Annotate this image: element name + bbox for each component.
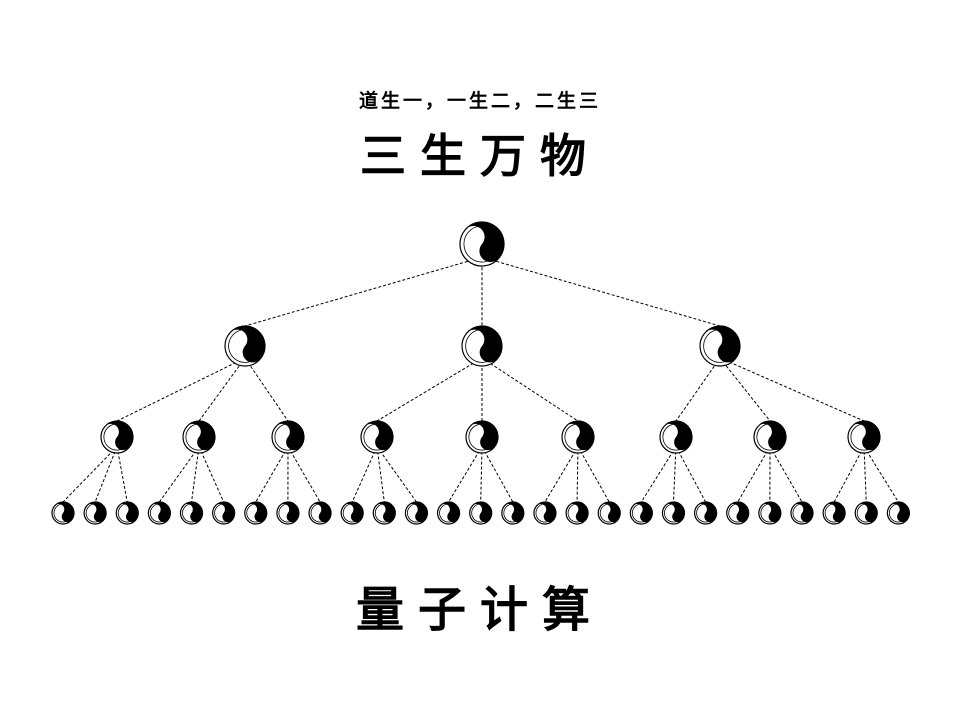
tree-edge — [244, 256, 483, 327]
tree-edge — [737, 446, 771, 503]
tree-edge — [833, 446, 865, 503]
yin-yang-icon — [182, 420, 216, 454]
yin-yang-icon — [83, 501, 107, 525]
yin-yang-icon — [469, 501, 493, 525]
page-title: 三生万物 — [360, 129, 600, 183]
yin-yang-icon — [51, 501, 75, 525]
tree-edge — [577, 446, 610, 503]
tree-edge — [351, 446, 378, 503]
subtitle: 道生一，一生二，二生三 — [358, 90, 601, 112]
tree-edge — [719, 357, 865, 422]
yin-yang-icon — [271, 420, 305, 454]
yin-yang-icon — [100, 420, 134, 454]
yin-yang-icon — [758, 501, 782, 525]
tree-edge — [576, 446, 579, 503]
tree-edge — [255, 446, 289, 503]
tree-edge — [863, 446, 899, 503]
yin-yang-icon — [372, 501, 396, 525]
tree-edge — [675, 357, 721, 422]
yin-yang-icon — [854, 501, 878, 525]
yin-yang-icon — [179, 501, 204, 525]
yin-yang-icon — [533, 501, 557, 525]
tree-edge — [769, 446, 803, 503]
tree-edge — [376, 446, 417, 503]
yin-yang-icon — [404, 501, 429, 525]
tree-edge — [544, 446, 579, 503]
yin-yang-icon — [244, 501, 268, 525]
tree-edge — [62, 446, 118, 503]
yin-yang-icon — [360, 420, 394, 454]
tree-edge — [376, 357, 483, 422]
tree-edge — [376, 446, 385, 503]
yin-yang-icon — [224, 325, 266, 367]
footer-title: 量子计算 — [355, 582, 604, 638]
tree-edge — [191, 446, 200, 503]
tree-edge — [481, 446, 514, 503]
yin-yang-icon — [661, 501, 686, 525]
tree-edge — [481, 256, 721, 327]
tree-edge — [198, 357, 246, 422]
tree-edge — [863, 446, 867, 503]
yin-yang-icon — [847, 420, 881, 454]
yin-yang-icon — [753, 420, 787, 454]
yin-yang-icon — [565, 501, 589, 525]
tree-edge — [719, 357, 771, 422]
yin-yang-icon — [659, 420, 693, 454]
yin-yang-icon — [790, 501, 814, 525]
tree-edge — [158, 446, 200, 503]
yin-yang-icon — [212, 501, 236, 525]
yin-yang-icon — [561, 420, 595, 454]
tree-edge — [244, 357, 289, 422]
tree-edge — [481, 357, 579, 422]
yin-yang-icon — [459, 221, 505, 267]
yin-yang-icon — [340, 501, 364, 525]
yin-yang-icon — [886, 501, 910, 525]
tree-edge — [94, 446, 118, 503]
yin-yang-icon — [308, 501, 332, 525]
yin-yang-icon — [276, 501, 300, 525]
tree-edge — [198, 446, 225, 503]
yin-yang-icon — [461, 325, 503, 367]
yin-yang-icon — [465, 420, 499, 454]
yin-yang-icon — [822, 501, 846, 525]
tree-edge — [672, 446, 677, 503]
tree-edge — [287, 446, 321, 503]
yin-yang-icon — [726, 501, 750, 525]
yin-yang-icon — [115, 501, 139, 525]
tree-edge — [116, 446, 128, 503]
tree-edge — [675, 446, 707, 503]
yin-yang-icon — [501, 501, 525, 525]
tree-edge — [640, 446, 677, 503]
yin-yang-icon — [147, 501, 171, 525]
yin-yang-icon — [699, 325, 741, 367]
yin-yang-icon — [693, 501, 718, 525]
yin-yang-icon — [597, 501, 621, 525]
tree-edge — [480, 446, 483, 503]
yin-yang-icon — [629, 501, 653, 525]
tree-edge — [116, 357, 246, 422]
tree-edge — [448, 446, 483, 503]
yin-yang-icon — [436, 501, 461, 525]
